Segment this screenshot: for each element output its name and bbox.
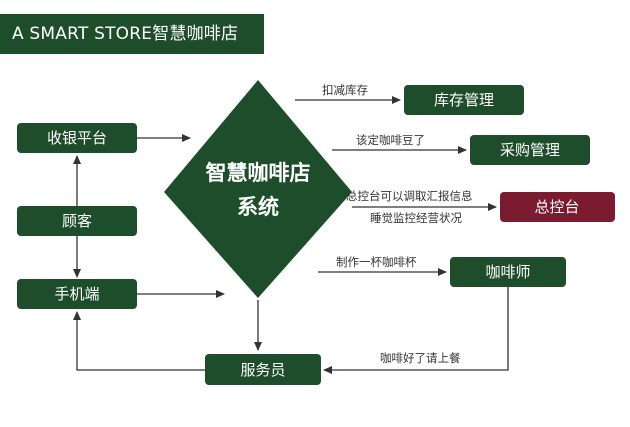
edge-label-coffee-ready: 咖啡好了请上餐 — [380, 351, 461, 365]
center-title-line2: 系统 — [237, 195, 279, 219]
node-barista-label: 咖啡师 — [485, 263, 530, 281]
arrow-barista-to-waiter — [323, 287, 509, 374]
edge-label-console-1: 总控台可以调取汇报信息 — [346, 189, 473, 203]
node-customer-label: 顾客 — [62, 212, 92, 230]
node-console-label: 总控台 — [534, 198, 579, 216]
center-title-line1: 智慧咖啡店 — [206, 161, 311, 185]
node-mobile: 手机端 — [17, 279, 137, 309]
node-barista: 咖啡师 — [450, 257, 566, 287]
node-inventory: 库存管理 — [404, 85, 524, 115]
edge-label-restock: 该定咖啡豆了 — [356, 133, 425, 147]
node-waiter-label: 服务员 — [240, 361, 285, 379]
node-purchase: 采购管理 — [470, 135, 590, 165]
node-mobile-label: 手机端 — [54, 285, 99, 303]
edge-label-make-coffee: 制作一杯咖啡杯 — [336, 255, 417, 269]
node-inventory-label: 库存管理 — [434, 91, 494, 109]
node-purchase-label: 采购管理 — [500, 141, 560, 159]
center-diamond — [164, 80, 352, 298]
arrow-waiter-to-mobile — [73, 311, 205, 371]
page-title: A SMART STORE智慧咖啡店 — [0, 14, 264, 54]
node-cashier: 收银平台 — [17, 123, 137, 153]
node-cashier-label: 收银平台 — [47, 129, 107, 147]
node-waiter: 服务员 — [205, 354, 321, 385]
edge-label-deduct-stock: 扣减库存 — [322, 83, 368, 97]
node-console: 总控台 — [500, 192, 615, 222]
edge-label-console-2: 睡觉监控经营状况 — [370, 211, 462, 225]
node-customer: 顾客 — [17, 206, 137, 236]
